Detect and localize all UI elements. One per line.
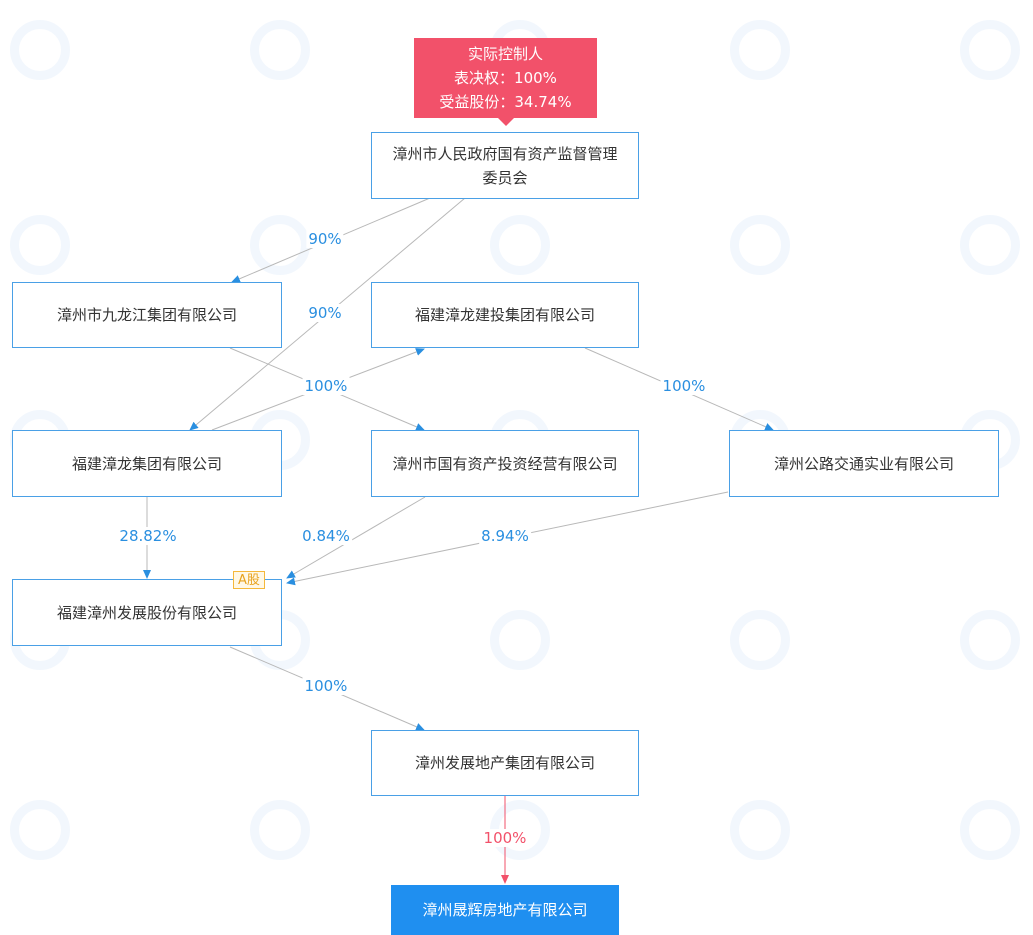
pct-real-estate-target: 100%	[481, 829, 529, 847]
node-state-investment-label: 漳州市国有资产投资经营有限公司	[392, 454, 618, 473]
pct-jiulongjiang-state-investment: 100%	[302, 377, 350, 395]
controller-beneficial-shares: 受益股份：34.74%	[439, 93, 572, 111]
node-sasac-label: 漳州市人民政府国有资产监督管理委员会	[392, 144, 618, 187]
node-zhangzhou-development[interactable]: 福建漳州发展股份有限公司	[12, 579, 282, 646]
pct-sasac-zhanglong-group: 90%	[306, 304, 344, 322]
node-jiulongjiang-label: 漳州市九龙江集团有限公司	[56, 306, 237, 324]
node-target-company[interactable]: 漳州晟辉房地产有限公司	[391, 885, 619, 935]
node-highway-label: 漳州公路交通实业有限公司	[773, 454, 954, 473]
node-real-estate-group-label: 漳州发展地产集团有限公司	[414, 754, 595, 772]
pct-sasac-jiulongjiang: 90%	[306, 230, 344, 248]
node-zhanglong-construction[interactable]: 福建漳龙建投集团有限公司	[371, 282, 639, 348]
pct-state-investment-development: 0.84%	[300, 527, 352, 545]
pct-zhanglong-group-development: 28.82%	[117, 527, 179, 545]
node-jiulongjiang[interactable]: 漳州市九龙江集团有限公司	[12, 282, 282, 348]
node-sasac[interactable]: 漳州市人民政府国有资产监督管理委员会	[371, 132, 639, 199]
controller-voting-right: 表决权：100%	[454, 69, 557, 87]
node-zhanglong-construction-label: 福建漳龙建投集团有限公司	[414, 306, 595, 324]
node-zhanglong-group-label: 福建漳龙集团有限公司	[71, 454, 222, 473]
actual-controller-tag: 实际控制人 表决权：100% 受益股份：34.74%	[414, 38, 597, 126]
node-zhangzhou-development-label: 福建漳州发展股份有限公司	[56, 603, 237, 622]
controller-title: 实际控制人	[467, 45, 543, 63]
pct-construction-highway: 100%	[660, 377, 708, 395]
node-highway[interactable]: 漳州公路交通实业有限公司	[729, 430, 999, 497]
node-zhanglong-group[interactable]: 福建漳龙集团有限公司	[12, 430, 282, 497]
pct-development-real-estate: 100%	[302, 677, 350, 695]
node-real-estate-group[interactable]: 漳州发展地产集团有限公司	[371, 730, 639, 796]
a-share-badge: A股	[233, 571, 265, 589]
node-target-company-label: 漳州晟辉房地产有限公司	[422, 901, 588, 919]
node-state-investment[interactable]: 漳州市国有资产投资经营有限公司	[371, 430, 639, 497]
pct-highway-development: 8.94%	[479, 527, 531, 545]
edge-state-investment-development	[286, 496, 426, 579]
